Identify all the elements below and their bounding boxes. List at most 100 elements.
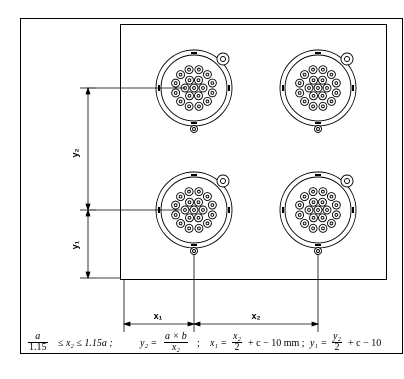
contact-pin: [318, 65, 328, 75]
contact-pin: [198, 205, 208, 215]
contact-pin: [300, 192, 309, 202]
contact-pin: [203, 218, 212, 228]
label-y2: y₂: [70, 148, 80, 157]
contact-pin-center: [197, 104, 201, 109]
keying-mark: [191, 52, 197, 54]
contact-pin: [295, 200, 305, 210]
contact-pin-center: [302, 99, 307, 104]
contact-pin-center: [210, 203, 215, 207]
contact-pin-center: [183, 208, 187, 212]
contact-pin-center: [329, 221, 334, 226]
fraction-x2-over-2: x₂ 2: [232, 332, 242, 353]
connector-bottom-right: [279, 171, 357, 255]
contact-pin: [318, 223, 328, 233]
connector-top-left: [155, 49, 233, 133]
f1-numerator: a: [35, 331, 41, 342]
contact-pin-center: [197, 67, 201, 72]
contact-pin-center: [297, 81, 302, 85]
contact-pin-center: [297, 213, 302, 217]
contact-pin: [194, 223, 204, 233]
contact-pin: [309, 75, 318, 85]
contact-pin: [185, 213, 194, 223]
mounting-lug: [314, 125, 322, 133]
mounting-lug: [340, 52, 354, 66]
contact-pin: [176, 70, 185, 80]
contact-pin-center: [187, 215, 192, 220]
connector-shell: [284, 54, 352, 122]
contact-pin-center: [302, 72, 307, 77]
contact-pin-center: [210, 91, 215, 95]
contact-pin: [171, 88, 181, 98]
contact-pin: [326, 192, 336, 201]
contact-pin: [184, 65, 194, 75]
connector-group: [155, 49, 357, 255]
fraction-a-over-1-15: a 1.15: [28, 332, 48, 353]
contact-pin: [309, 197, 318, 207]
contact-pin: [309, 213, 318, 223]
contact-pin: [318, 197, 327, 207]
contact-pin: [326, 70, 336, 79]
f4-denominator: 2: [332, 342, 342, 353]
contact-pin-center: [197, 226, 201, 231]
contact-pin-center: [210, 81, 215, 85]
contact-pin-center: [321, 67, 325, 72]
contact-pin: [308, 187, 318, 197]
contact-pin-center: [321, 104, 325, 109]
keying-mark: [315, 52, 321, 54]
keying-mark: [228, 207, 230, 213]
contact-pin: [331, 88, 341, 98]
contact-pin-center: [192, 86, 196, 90]
mounting-hole: [220, 56, 226, 62]
contact-pin: [176, 192, 185, 202]
mounting-hole: [316, 127, 320, 131]
contact-pin-center: [321, 226, 325, 231]
contact-pin: [171, 78, 181, 88]
label-x1: x₁: [154, 311, 163, 321]
contact-pin-center: [187, 78, 192, 83]
mounting-lug: [190, 125, 198, 133]
mounting-lug: [314, 247, 322, 255]
contact-pin-center: [197, 189, 201, 194]
label-y1: y₁: [70, 240, 80, 249]
contact-pin-center: [201, 86, 205, 90]
contact-pin-center: [329, 72, 334, 77]
contact-pin: [185, 91, 194, 101]
connector-shell: [284, 176, 352, 244]
contact-pin-center: [178, 99, 183, 104]
contact-pin-center: [320, 200, 325, 205]
mounting-hole: [220, 178, 226, 184]
contact-pin: [327, 218, 336, 228]
contact-pin-center: [196, 215, 201, 220]
contact-pin: [327, 96, 336, 106]
contact-pin-center: [187, 189, 191, 194]
mounting-hole: [192, 249, 196, 253]
outer-border: [20, 18, 403, 354]
contact-pin: [313, 83, 323, 93]
contact-pin-center: [321, 189, 325, 194]
f2-numerator: a × b: [165, 331, 187, 342]
contact-pin-center: [329, 194, 334, 199]
contact-pin-center: [297, 203, 302, 207]
contact-pin-center: [210, 213, 215, 217]
contact-pin-center: [320, 215, 325, 220]
f2-lhs: y₂ =: [140, 338, 158, 349]
contact-pin: [331, 210, 341, 220]
contact-pin: [184, 223, 194, 233]
contact-pin-center: [316, 86, 320, 90]
contact-pin-center: [311, 200, 316, 205]
contact-pin-center: [187, 93, 192, 98]
mounting-hole: [316, 249, 320, 253]
contact-pin-center: [311, 226, 315, 231]
f3-numerator: x₂: [233, 331, 241, 342]
contact-pin-center: [178, 194, 183, 199]
contact-pin-center: [201, 208, 205, 212]
fraction-axb-over-x2: a × b x₂: [164, 332, 188, 353]
keying-mark: [191, 122, 197, 124]
contact-pin: [318, 187, 328, 197]
mounting-plate: [120, 24, 387, 280]
mounting-lug: [216, 52, 230, 66]
keying-mark: [315, 122, 321, 124]
contact-pin-center: [334, 81, 339, 85]
contact-pin-center: [187, 67, 191, 72]
contact-pin: [176, 219, 186, 228]
